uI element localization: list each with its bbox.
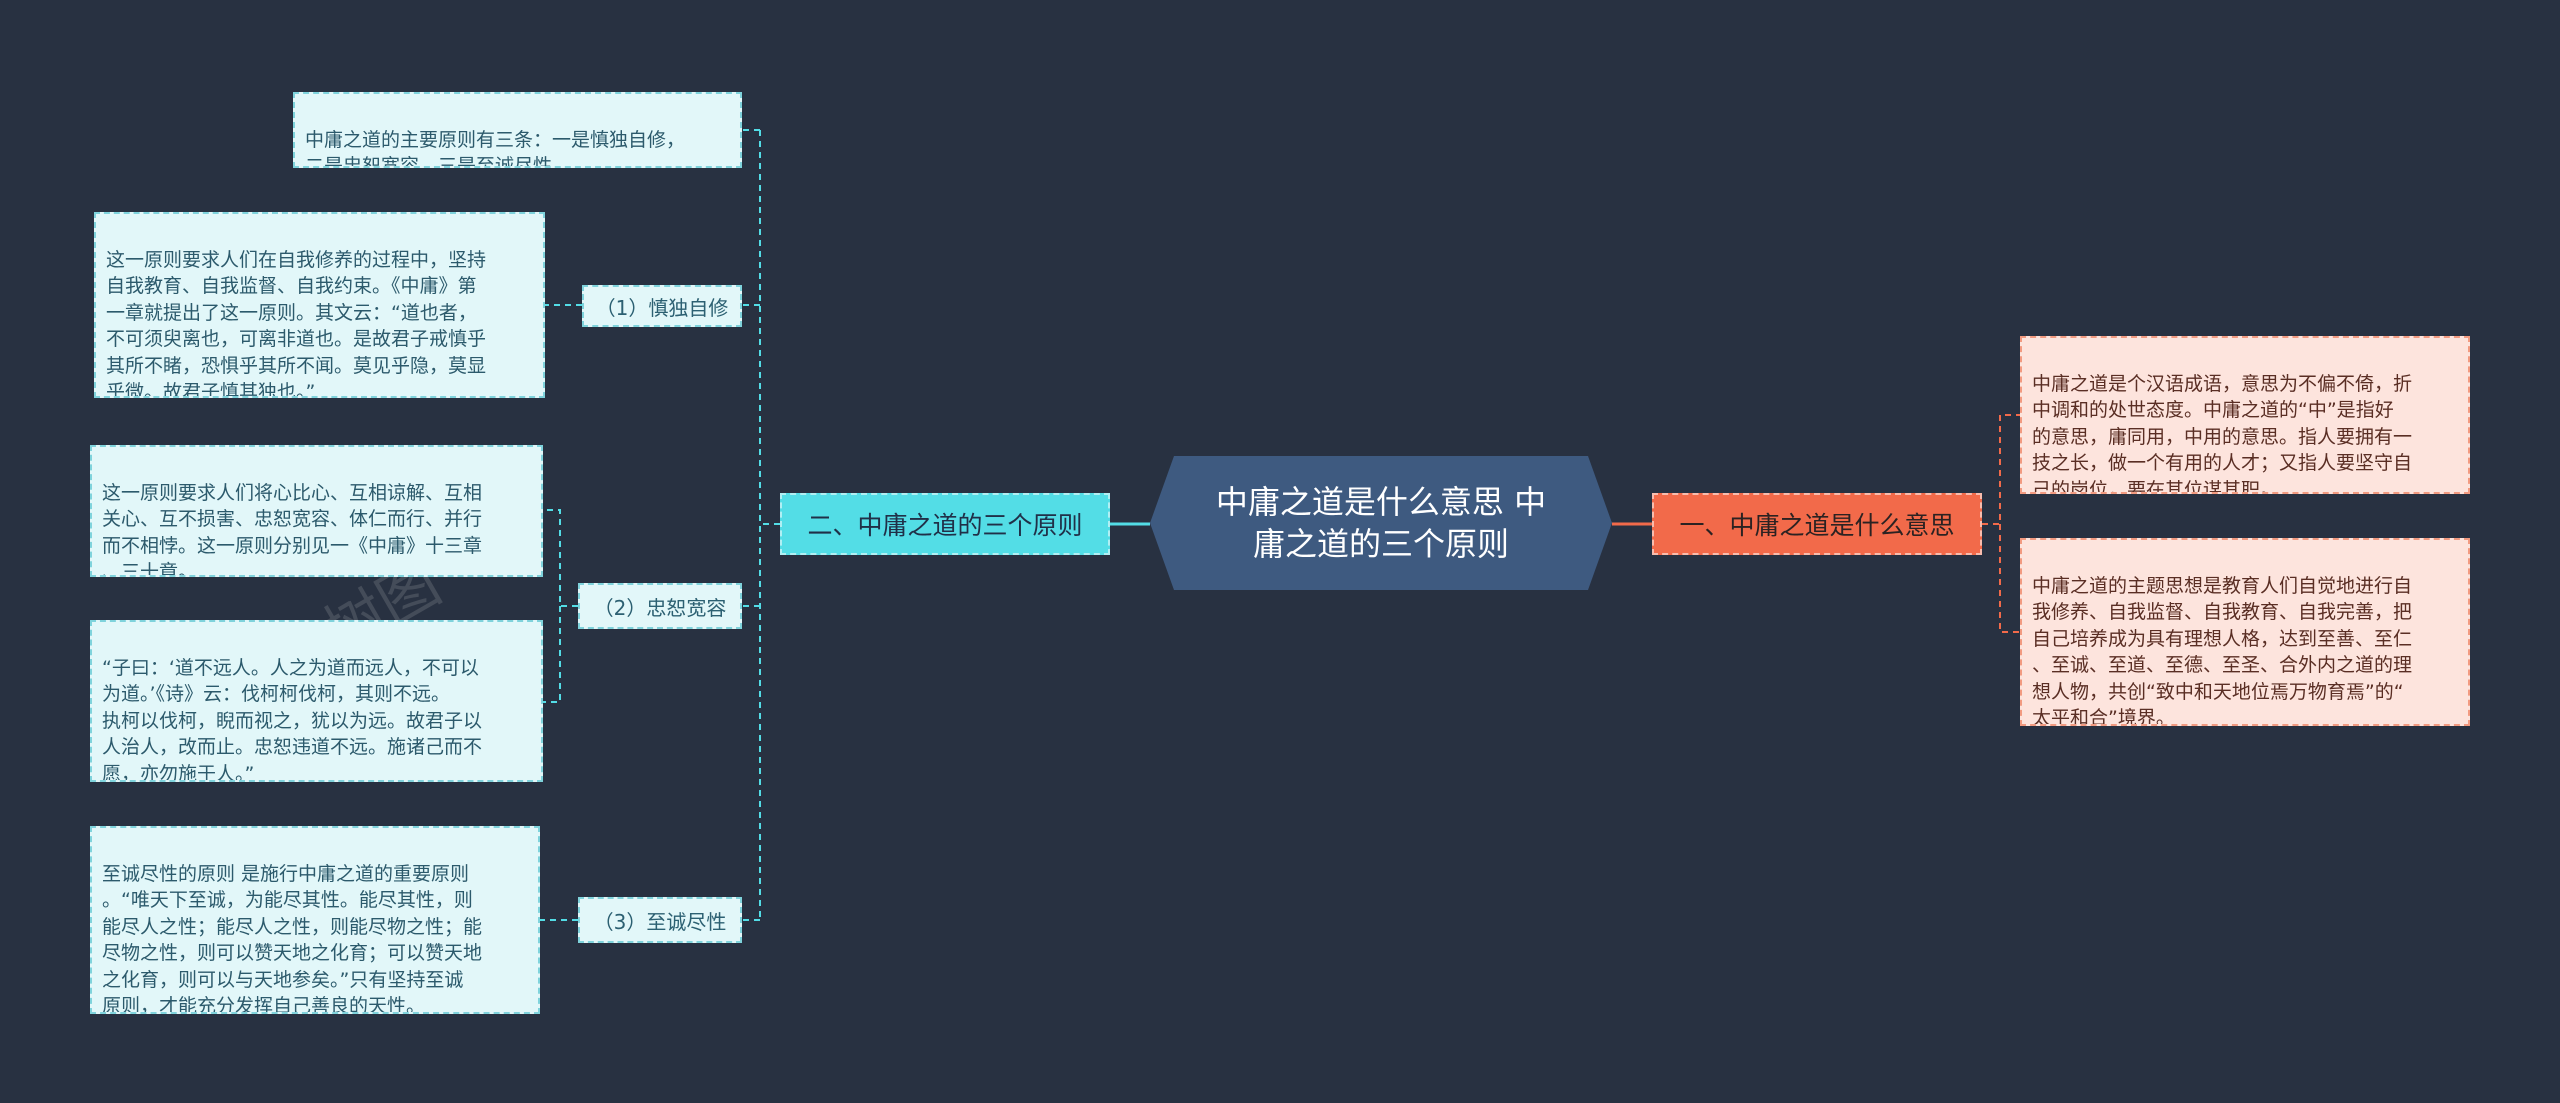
meaning-detail-text-1: 中庸之道是个汉语成语，意思为不偏不倚，折 中调和的处世态度。中庸之道的“中”是指…: [2032, 372, 2413, 494]
shendu-detail-node[interactable]: 这一原则要求人们在自我修养的过程中，坚持 自我教育、自我监督、自我约束。《中庸》…: [94, 212, 545, 398]
zhicheng-detail-node[interactable]: 至诚尽性的原则 是施行中庸之道的重要原则 。“唯天下至诚，为能尽其性。能尽其性，…: [90, 826, 540, 1014]
branch-meaning-label: 一、中庸之道是什么意思: [1679, 511, 1955, 540]
zhicheng-detail-text: 至诚尽性的原则 是施行中庸之道的重要原则 。“唯天下至诚，为能尽其性。能尽其性，…: [102, 862, 483, 1014]
branch-meaning[interactable]: 一、中庸之道是什么意思: [1652, 493, 1982, 555]
principles-intro-node[interactable]: 中庸之道的主要原则有三条：一是慎独自修， 二是忠恕宽容，三是至诚尽性。: [293, 92, 742, 168]
shendu-detail-text: 这一原则要求人们在自我修养的过程中，坚持 自我教育、自我监督、自我约束。《中庸》…: [106, 248, 487, 398]
branch-three-principles[interactable]: 二、中庸之道的三个原则: [780, 493, 1110, 555]
zhongshu-detail-text-1: 这一原则要求人们将心比心、互相谅解、互相 关心、互不损害、忠恕宽容、体仁而行、并…: [102, 481, 483, 577]
zhongshu-detail-text-2: “子曰：‘道不远人。人之为道而远人，不可以 为道。’《诗》云：伐柯柯伐柯，其则不…: [102, 656, 483, 782]
branch-three-principles-label: 二、中庸之道的三个原则: [807, 511, 1083, 540]
principles-intro-text: 中庸之道的主要原则有三条：一是慎独自修， 二是忠恕宽容，三是至诚尽性。: [305, 128, 686, 168]
sub-topic-shendu-label: （1）慎独自修: [595, 295, 729, 320]
sub-topic-shendu[interactable]: （1）慎独自修: [582, 285, 742, 327]
sub-topic-zhongshu[interactable]: （2）忠恕宽容: [578, 583, 742, 629]
sub-topic-zhicheng[interactable]: （3）至诚尽性: [578, 897, 742, 943]
sub-topic-zhongshu-label: （2）忠恕宽容: [593, 595, 727, 620]
central-topic[interactable]: 中庸之道是什么意思 中庸之道的三个原则: [1150, 456, 1612, 590]
meaning-detail-node-2[interactable]: 中庸之道的主题思想是教育人们自觉地进行自 我修养、自我监督、自我教育、自我完善，…: [2020, 538, 2470, 726]
central-topic-label: 中庸之道是什么意思 中庸之道的三个原则: [1215, 483, 1547, 563]
zhongshu-detail-node-2[interactable]: “子曰：‘道不远人。人之为道而远人，不可以 为道。’《诗》云：伐柯柯伐柯，其则不…: [90, 620, 543, 782]
zhongshu-detail-node-1[interactable]: 这一原则要求人们将心比心、互相谅解、互相 关心、互不损害、忠恕宽容、体仁而行、并…: [90, 445, 543, 577]
meaning-detail-node-1[interactable]: 中庸之道是个汉语成语，意思为不偏不倚，折 中调和的处世态度。中庸之道的“中”是指…: [2020, 336, 2470, 494]
meaning-detail-text-2: 中庸之道的主题思想是教育人们自觉地进行自 我修养、自我监督、自我教育、自我完善，…: [2032, 574, 2413, 726]
sub-topic-zhicheng-label: （3）至诚尽性: [593, 909, 727, 934]
